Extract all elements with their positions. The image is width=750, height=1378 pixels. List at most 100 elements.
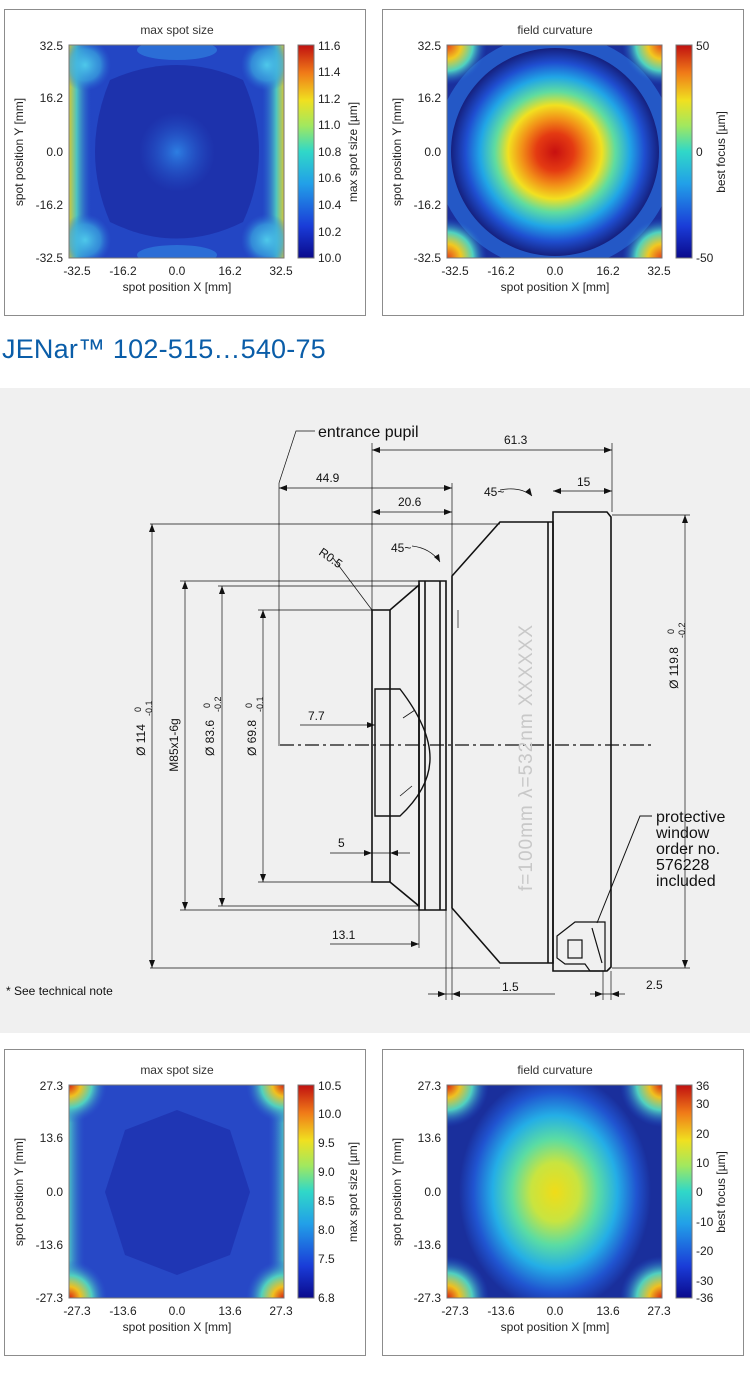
cbar-tick: 50 xyxy=(696,39,710,53)
heatmap-field xyxy=(447,1085,662,1298)
diameter-69-8: Ø 69.8 0 -0.1 xyxy=(244,696,265,756)
y-tick: 13.6 xyxy=(40,1131,64,1145)
x-axis-label: spot position X [mm] xyxy=(123,280,232,294)
y-axis-label: spot position Y [mm] xyxy=(12,98,26,206)
cbar-tick: -30 xyxy=(696,1274,714,1288)
svg-text:0: 0 xyxy=(133,707,143,712)
cbar-tick: 11.2 xyxy=(318,92,341,106)
svg-text:-0.1: -0.1 xyxy=(255,696,265,712)
dim-15: 15 xyxy=(577,475,591,489)
cbar-tick: 30 xyxy=(696,1097,710,1111)
x-ticks: -27.3 -13.6 0.0 13.6 27.3 xyxy=(63,1304,293,1318)
svg-text:Ø 83.6: Ø 83.6 xyxy=(203,720,217,756)
protective-window xyxy=(556,921,606,972)
colorbar xyxy=(297,1084,315,1299)
cbar-tick: 7.5 xyxy=(318,1252,335,1266)
cbar-tick: 11.6 xyxy=(318,39,341,53)
y-tick: -16.2 xyxy=(36,198,64,212)
cbar-tick: 0 xyxy=(696,1185,703,1199)
x-tick: -13.6 xyxy=(109,1304,137,1318)
x-tick: 0.0 xyxy=(169,1304,186,1318)
cbar-tick: 20 xyxy=(696,1127,710,1141)
colorbar xyxy=(675,1084,693,1299)
svg-text:-0.2: -0.2 xyxy=(213,696,223,712)
svg-text:0: 0 xyxy=(202,703,212,708)
x-tick: 0.0 xyxy=(169,264,186,278)
y-tick: 0.0 xyxy=(424,145,441,159)
colorbar-ticks: 10.5 10.0 9.5 9.0 8.5 8.0 7.5 6.8 xyxy=(318,1079,342,1305)
protective-window-label: protective window order no. 576228 inclu… xyxy=(655,809,725,890)
heatmap-chart: max spot size 10.5 10.0 9.5 9.0 8.5 8.0 … xyxy=(12,1063,360,1334)
y-axis-label: spot position Y [mm] xyxy=(390,98,404,206)
cbar-tick: 8.5 xyxy=(318,1194,335,1208)
svg-text:Ø 119.8: Ø 119.8 xyxy=(667,647,681,689)
y-tick: 16.2 xyxy=(40,91,64,105)
arrowheads xyxy=(149,447,688,997)
cbar-tick: -10 xyxy=(696,1215,714,1229)
cbar-tick: 10.6 xyxy=(318,171,342,185)
protective-leader xyxy=(596,815,652,924)
svg-text:-0.1: -0.1 xyxy=(144,700,154,716)
entrance-pupil-label: entrance pupil xyxy=(318,424,419,441)
colorbar-label: max spot size [µm] xyxy=(346,102,360,202)
technical-drawing: f=100mm λ=532nm XXXXXX entrance pupil 61… xyxy=(0,388,750,1033)
heatmap-chart: field curvature 36 30 20 10 0 -10 -20 -3… xyxy=(390,1063,728,1334)
cbar-tick: 10.0 xyxy=(318,1107,342,1121)
x-tick: -16.2 xyxy=(109,264,137,278)
x-tick: 27.3 xyxy=(269,1304,293,1318)
dim-61-3: 61.3 xyxy=(504,433,528,447)
y-tick: 27.3 xyxy=(40,1079,64,1093)
x-axis-label: spot position X [mm] xyxy=(501,280,610,294)
heatmap-title: max spot size xyxy=(140,23,214,37)
x-tick: -13.6 xyxy=(487,1304,515,1318)
x-tick: -27.3 xyxy=(63,1304,91,1318)
x-ticks: -32.5 -16.2 0.0 16.2 32.5 xyxy=(441,264,671,278)
y-tick: 32.5 xyxy=(418,39,442,53)
heatmap-chart: field curvature 50 0 -50 best focus [µm]… xyxy=(390,23,728,294)
svg-text:0: 0 xyxy=(244,703,254,708)
svg-text:order no.: order no. xyxy=(656,841,720,858)
lens-drawing-svg: f=100mm λ=532nm XXXXXX entrance pupil 61… xyxy=(6,424,725,1000)
colorbar-label: max spot size [µm] xyxy=(346,1142,360,1242)
dim-7-7: 7.7 xyxy=(308,709,325,723)
cbar-tick: 10.8 xyxy=(318,145,342,159)
svg-text:protective: protective xyxy=(656,809,725,826)
dim-2-5: 2.5 xyxy=(646,978,663,992)
thread-m85: M85x1-6g xyxy=(167,718,181,771)
engraving-text: f=100mm λ=532nm XXXXXX xyxy=(516,624,537,891)
dim-angle-45-top: 45~ xyxy=(484,485,504,499)
x-ticks: -27.3 -13.6 0.0 13.6 27.3 xyxy=(441,1304,671,1318)
heatmap-chart: max spot size 11.6 11.4 11.2 11.0 10.8 1… xyxy=(12,23,360,294)
y-tick: 27.3 xyxy=(418,1079,442,1093)
x-axis-label: spot position X [mm] xyxy=(123,1320,232,1334)
y-ticks: 32.5 16.2 0.0 -16.2 -32.5 xyxy=(36,39,64,265)
x-ticks: -32.5 -16.2 0.0 16.2 32.5 xyxy=(63,264,293,278)
y-tick: 16.2 xyxy=(418,91,442,105)
heatmap-panel-max-spot-top: max spot size 11.6 11.4 11.2 11.0 10.8 1… xyxy=(4,9,366,316)
y-tick: -27.3 xyxy=(414,1291,442,1305)
technical-note: * See technical note xyxy=(6,984,113,998)
heatmap-title: max spot size xyxy=(140,1063,214,1077)
y-ticks: 27.3 13.6 0.0 -13.6 -27.3 xyxy=(36,1079,64,1305)
heatmap-field xyxy=(69,1085,284,1298)
cbar-tick: 10.0 xyxy=(318,251,342,265)
colorbar xyxy=(297,44,315,259)
x-tick: 16.2 xyxy=(596,264,620,278)
heatmap-panel-max-spot-bottom: max spot size 10.5 10.0 9.5 9.0 8.5 8.0 … xyxy=(4,1049,366,1356)
x-tick: 0.0 xyxy=(547,264,564,278)
dim-20-6: 20.6 xyxy=(398,495,422,509)
y-tick: -32.5 xyxy=(36,251,64,265)
x-axis-label: spot position X [mm] xyxy=(501,1320,610,1334)
x-tick: 32.5 xyxy=(647,264,671,278)
x-tick: 32.5 xyxy=(269,264,293,278)
cbar-tick: 11.0 xyxy=(318,118,341,132)
y-axis-label: spot position Y [mm] xyxy=(12,1138,26,1246)
svg-text:-0.2: -0.2 xyxy=(677,622,687,638)
x-tick: 0.0 xyxy=(547,1304,564,1318)
dimension-lines xyxy=(150,430,690,1000)
cbar-tick: 9.0 xyxy=(318,1165,335,1179)
cbar-tick: 36 xyxy=(696,1079,710,1093)
y-tick: -16.2 xyxy=(414,198,442,212)
heatmap-title: field curvature xyxy=(517,1063,593,1077)
heatmap-panel-field-curvature-bottom: field curvature 36 30 20 10 0 -10 -20 -3… xyxy=(382,1049,744,1356)
